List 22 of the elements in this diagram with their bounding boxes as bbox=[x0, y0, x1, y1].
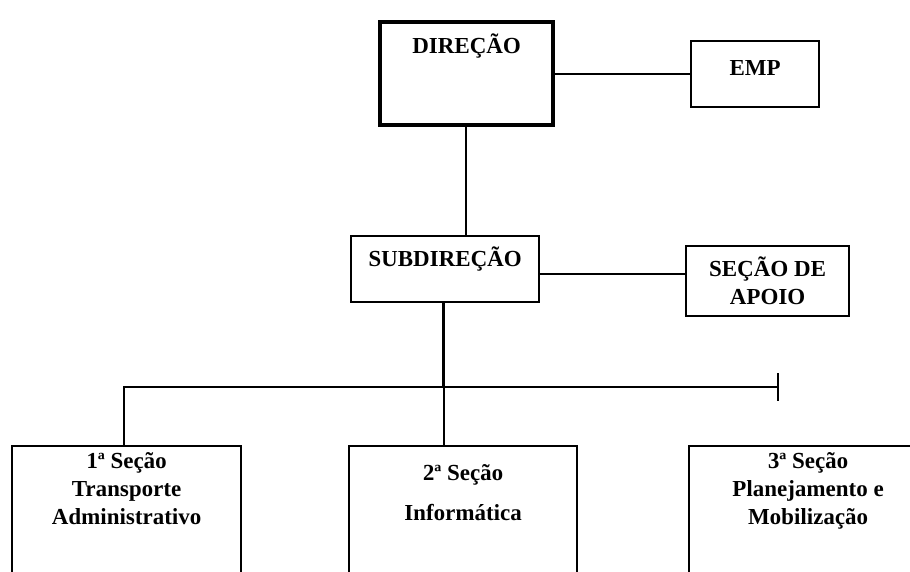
connector-line bbox=[465, 127, 467, 235]
connector-line bbox=[555, 73, 690, 75]
org-box bbox=[685, 245, 850, 317]
connector-line bbox=[540, 273, 685, 275]
box-label: 2ª Seção bbox=[422, 459, 504, 487]
box-label: Transporte Administrativo bbox=[50, 475, 202, 531]
org-box bbox=[378, 20, 555, 127]
org-box bbox=[348, 445, 578, 572]
box-label: EMP bbox=[728, 54, 782, 82]
box-label: 3ª Seção bbox=[766, 447, 850, 475]
connector-line bbox=[443, 303, 445, 445]
box-label: SUBDIREÇÃO bbox=[367, 245, 523, 273]
org-box bbox=[350, 235, 540, 303]
connector-line bbox=[442, 303, 779, 402]
org-box bbox=[688, 445, 910, 572]
box-label: DIREÇÃO bbox=[411, 32, 522, 60]
box-label: Informática bbox=[403, 499, 523, 527]
org-box bbox=[11, 445, 242, 572]
box-label: Planejamento e Mobilização bbox=[731, 475, 885, 531]
box-label: 1ª Seção bbox=[85, 447, 168, 475]
box-label: SEÇÃO DE APOIO bbox=[708, 255, 827, 311]
org-box bbox=[690, 40, 820, 108]
